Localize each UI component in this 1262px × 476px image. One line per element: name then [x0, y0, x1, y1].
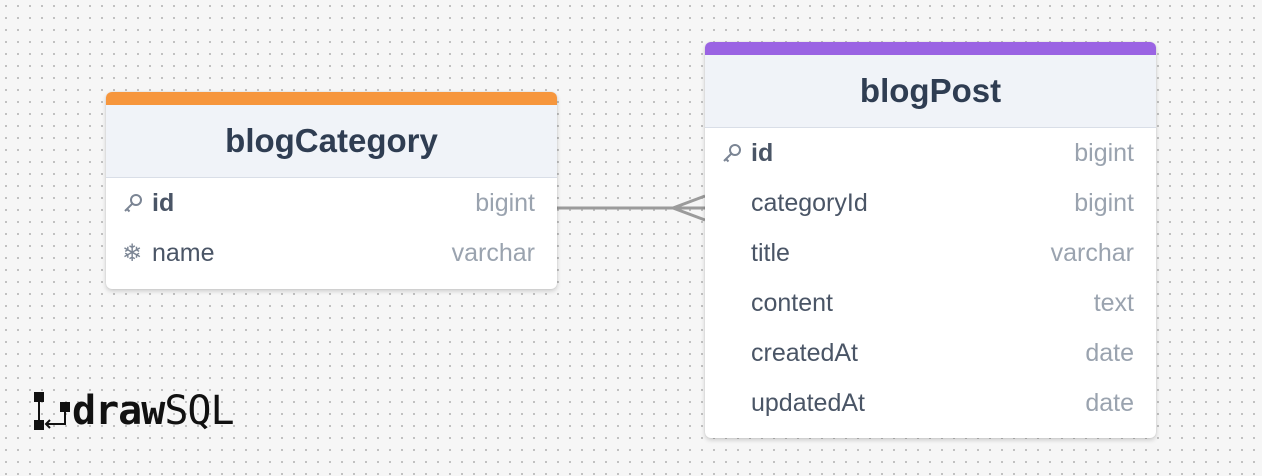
column-type: bigint [1074, 188, 1134, 217]
column-name: id [751, 138, 774, 167]
column-name: createdAt [751, 338, 859, 367]
logo-text-sql: SQL [164, 388, 234, 434]
column-name: id [152, 188, 175, 217]
table-color-bar [106, 92, 557, 105]
column-row[interactable]: categoryId bigint [705, 178, 1156, 228]
column-name: name [152, 238, 215, 267]
column-name: updatedAt [751, 388, 865, 417]
column-type: varchar [1050, 238, 1134, 267]
column-type: date [1085, 338, 1134, 367]
column-type: date [1085, 388, 1134, 417]
column-type: bigint [1074, 138, 1134, 167]
column-row[interactable]: updatedAt date [705, 378, 1156, 428]
column-type: bigint [475, 188, 535, 217]
table-blogCategory[interactable]: blogCategory id bigint ❄ name varchar [106, 92, 557, 289]
column-row[interactable]: content text [705, 278, 1156, 328]
column-row[interactable]: id bigint [106, 178, 557, 228]
column-type: text [1093, 288, 1134, 317]
column-row[interactable]: title varchar [705, 228, 1156, 278]
key-icon [721, 142, 751, 164]
table-title[interactable]: blogCategory [106, 105, 557, 178]
drawsql-logo-icon [34, 392, 70, 430]
column-type: varchar [451, 238, 535, 267]
table-blogPost[interactable]: blogPost id bigint categoryId bigint tit… [705, 42, 1156, 438]
column-row[interactable]: createdAt date [705, 328, 1156, 378]
column-name: content [751, 288, 834, 317]
snowflake-icon: ❄ [122, 239, 143, 267]
table-title[interactable]: blogPost [705, 55, 1156, 128]
column-row[interactable]: id bigint [705, 128, 1156, 178]
logo-text-draw: draw [72, 388, 165, 434]
column-row[interactable]: ❄ name varchar [106, 228, 557, 278]
drawsql-logo[interactable]: draw SQL [32, 388, 235, 434]
column-name: categoryId [751, 188, 868, 217]
column-name: title [751, 238, 790, 267]
table-color-bar [705, 42, 1156, 55]
key-icon [122, 192, 152, 214]
